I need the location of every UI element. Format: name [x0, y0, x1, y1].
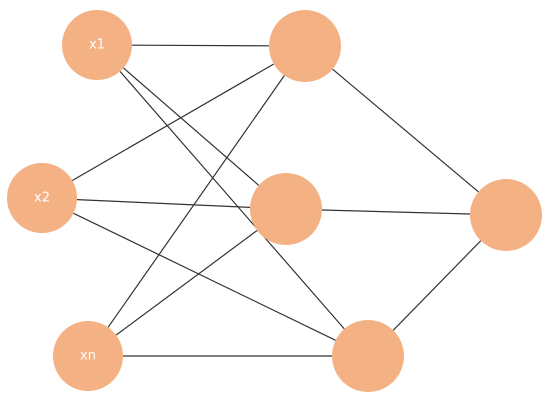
node-label-input-xn: xn — [80, 349, 96, 364]
edge-input-x1-to-hidden-2 — [123, 67, 260, 186]
edge-input-x2-to-hidden-2 — [76, 199, 251, 208]
node-circle-hidden-2 — [250, 173, 322, 245]
node-hidden-3 — [332, 320, 404, 392]
node-input-x1: x1 — [62, 10, 132, 80]
edge-input-x1-to-hidden-1 — [131, 44, 270, 47]
node-input-xn: xn — [53, 321, 123, 391]
node-hidden-1 — [269, 10, 341, 82]
edge-hidden-2-to-output-1 — [321, 209, 471, 215]
node-circle-input-x2 — [7, 163, 77, 233]
edge-input-x2-to-hidden-1 — [71, 63, 275, 182]
node-circle-hidden-1 — [269, 10, 341, 82]
node-label-input-x1: x1 — [89, 38, 105, 53]
edge-input-x1-to-hidden-3 — [119, 71, 345, 330]
node-hidden-2 — [250, 173, 322, 245]
edge-hidden-3-to-output-1 — [392, 240, 482, 331]
node-output-1 — [470, 179, 542, 251]
node-circle-output-1 — [470, 179, 542, 251]
edge-input-xn-to-hidden-2 — [115, 230, 258, 336]
edge-input-x2-to-hidden-3 — [73, 212, 336, 341]
node-circle-hidden-3 — [332, 320, 404, 392]
node-label-input-x2: x2 — [34, 191, 50, 206]
edge-input-xn-to-hidden-1 — [107, 75, 285, 328]
node-circle-input-x1 — [62, 10, 132, 80]
edge-hidden-1-to-output-1 — [332, 68, 479, 193]
node-circle-input-xn — [53, 321, 123, 391]
node-input-x2: x2 — [7, 163, 77, 233]
edges-layer — [71, 44, 482, 357]
nodes-layer: x1 x2 xn — [7, 10, 542, 392]
